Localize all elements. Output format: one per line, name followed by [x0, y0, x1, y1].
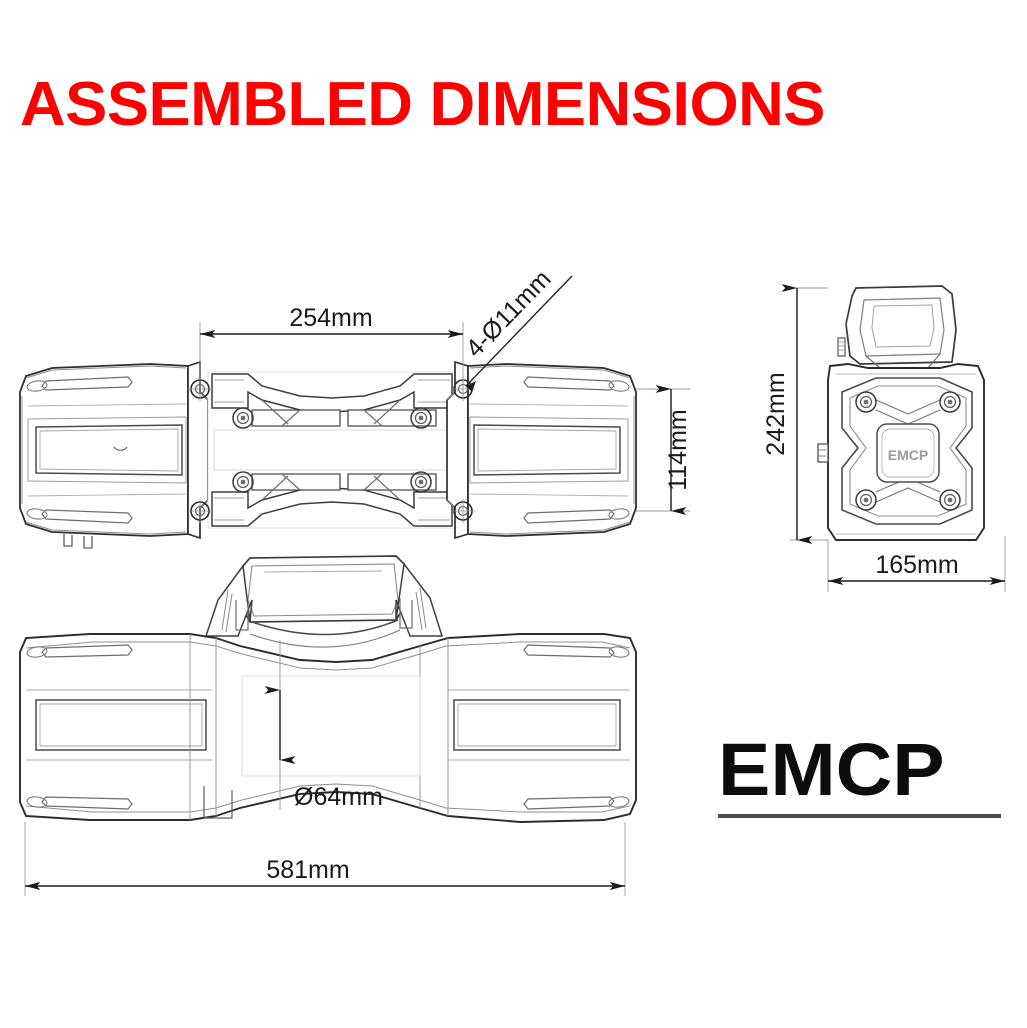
brand-logo: EMCP: [718, 732, 1008, 819]
dimension-242mm-label: 242mm: [762, 372, 790, 455]
top-view-drawing: [19, 322, 690, 549]
dimension-114mm: 114mm: [655, 384, 692, 516]
dimension-254mm: 254mm: [200, 304, 463, 339]
dimension-165mm-label: 165mm: [875, 551, 958, 579]
brand-name: EMCP: [718, 728, 945, 811]
dimension-581mm: 581mm: [25, 856, 625, 891]
side-view-drawing: EMCP: [790, 285, 1006, 592]
dimension-bolt-callout-label: 4-Ø11mm: [460, 265, 556, 363]
dimension-114mm-label: 114mm: [664, 409, 692, 491]
dimension-64mm: Ø64mm: [264, 685, 383, 811]
page-title: ASSEMBLED DIMENSIONS: [20, 70, 825, 139]
brand-underline: [718, 814, 1001, 819]
dimension-581mm-label: 581mm: [266, 856, 349, 884]
dimension-254mm-label: 254mm: [289, 304, 372, 332]
dimension-165mm: 165mm: [828, 551, 1005, 586]
dimension-242mm: 242mm: [762, 283, 813, 545]
side-view-embossed-logo: EMCP: [888, 447, 928, 463]
front-view-drawing: [19, 555, 637, 896]
dimension-64mm-label: Ø64mm: [294, 783, 383, 811]
